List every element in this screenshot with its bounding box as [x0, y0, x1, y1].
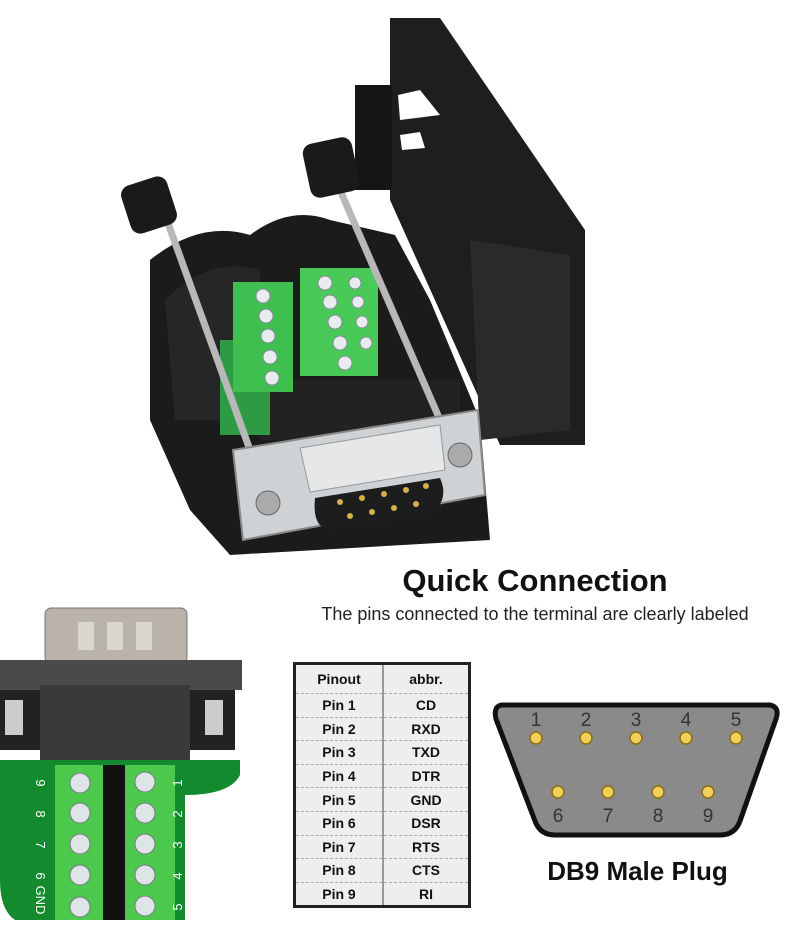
cell-abbr: CTS — [382, 858, 470, 883]
pcb-label: 8 — [33, 810, 48, 817]
pin-number: 3 — [631, 710, 642, 731]
section-title: Quick Connection — [402, 563, 668, 598]
cell-pin: Pin 5 — [294, 787, 384, 812]
cell-abbr: DTR — [382, 763, 470, 789]
pin-dot — [651, 785, 665, 799]
pin-dot — [701, 785, 715, 799]
pcb-label: GND — [33, 886, 48, 915]
cell-pin: Pin 1 — [294, 693, 384, 718]
pcb-label: 5 — [170, 903, 185, 910]
pin-number: 6 — [553, 806, 564, 827]
db9-shell — [492, 702, 780, 838]
cell-pin: Pin 4 — [294, 763, 384, 789]
pcb-label: 6 — [33, 872, 48, 879]
pcb-label: 1 — [170, 779, 185, 786]
plug-label: DB9 Male Plug — [547, 856, 728, 886]
pin-number: 1 — [531, 710, 542, 731]
cell-abbr: DSR — [382, 810, 470, 836]
pin-dot — [679, 731, 693, 745]
pin-number: 7 — [603, 806, 614, 827]
thumb-screws — [121, 137, 444, 452]
cell-abbr: RI — [382, 881, 470, 908]
header-pinout: Pinout — [294, 663, 384, 694]
pin-number: 8 — [653, 806, 664, 827]
pcb-label: 3 — [170, 841, 185, 848]
table-header-row: Pinout abbr. — [294, 663, 470, 694]
pin-number: 4 — [681, 710, 692, 731]
terminal-blocks — [220, 268, 378, 435]
pcb-label: 9 — [33, 779, 48, 786]
cell-abbr: GND — [382, 787, 470, 812]
cell-pin: Pin 2 — [294, 716, 384, 742]
cell-pin: Pin 6 — [294, 810, 384, 836]
cell-abbr: TXD — [382, 740, 470, 765]
section-subtitle: The pins connected to the terminal are c… — [321, 604, 749, 624]
cell-abbr: RTS — [382, 834, 470, 860]
pin-number: 9 — [703, 806, 714, 827]
cell-abbr: CD — [382, 693, 470, 718]
hood-lid — [355, 18, 585, 445]
pin-dot — [601, 785, 615, 799]
cell-pin: Pin 7 — [294, 834, 384, 860]
pcb-label: 2 — [170, 810, 185, 817]
pin-number: 2 — [581, 710, 592, 731]
pin-number: 5 — [731, 710, 742, 731]
db9-pinout-diagram: 1 2 3 4 5 6 7 8 9 — [492, 702, 780, 838]
cell-pin: Pin 9 — [294, 881, 384, 908]
cell-pin: Pin 8 — [294, 858, 384, 883]
cell-abbr: RXD — [382, 716, 470, 742]
pin-dot — [529, 731, 543, 745]
product-photo-assembled — [121, 18, 585, 555]
pin-dot — [729, 731, 743, 745]
pcb-label: 7 — [33, 841, 48, 848]
pcb-label: 4 — [170, 872, 185, 879]
pin-dot — [579, 731, 593, 745]
pin-dot — [629, 731, 643, 745]
db9-connector-face — [231, 408, 487, 542]
cell-pin: Pin 3 — [294, 740, 384, 765]
header-abbr: abbr. — [382, 663, 470, 694]
pin-dot — [551, 785, 565, 799]
